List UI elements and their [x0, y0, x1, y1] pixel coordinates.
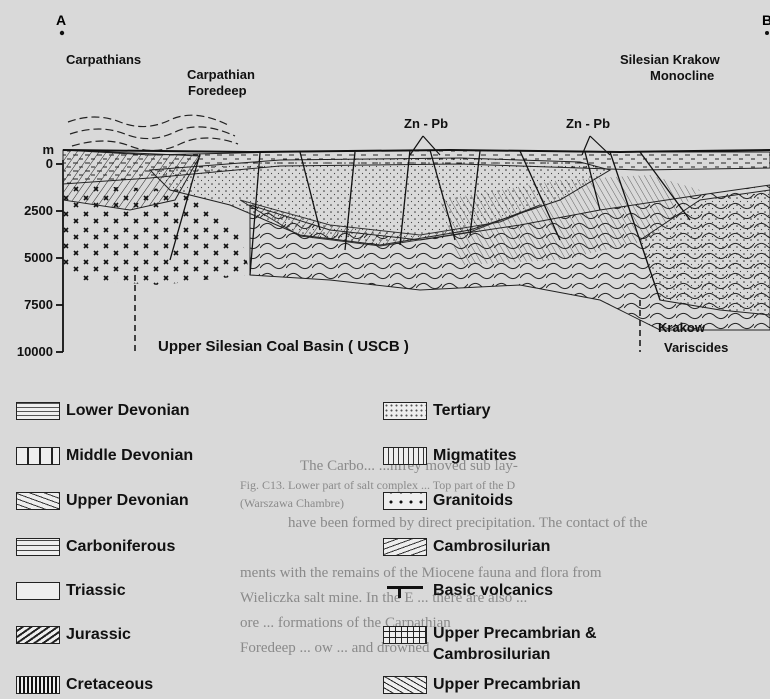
label-carpathians: Carpathians	[66, 52, 141, 67]
legend-label: Basic volcanics	[433, 582, 553, 600]
legend-swatch-carboniferous	[16, 538, 60, 556]
legend-label: Cretaceous	[66, 676, 153, 694]
legend-swatch-jurassic	[16, 626, 60, 644]
legend-item: Middle Devonian	[16, 445, 193, 467]
label-zn-pb-1: Zn - Pb	[404, 116, 448, 131]
legend-label: Jurassic	[66, 626, 131, 644]
bleed-text: (Warszawa Chambre)	[240, 496, 344, 511]
label-carpathian-foredeep-2: Foredeep	[188, 83, 247, 98]
bleed-text: have been formed by direct precipitation…	[288, 515, 648, 532]
legend-swatch-upper-precambrian	[383, 676, 427, 694]
label-silesian-krakow-1: Silesian Krakow	[620, 52, 720, 67]
label-krakow-1: Krakow	[658, 320, 705, 335]
section-end-b: B	[762, 12, 770, 28]
legend-swatch-upper-precambrian-cambrosilurian	[383, 626, 427, 644]
legend-label: Lower Devonian	[66, 402, 190, 420]
legend-item: Upper Devonian	[16, 490, 189, 512]
carpathian-nappes	[68, 115, 238, 150]
legend-item: Granitoids	[383, 490, 513, 512]
legend-label: Cambrosilurian	[433, 538, 550, 556]
label-carpathian-foredeep-1: Carpathian	[187, 67, 255, 82]
depth-tick-label: 2500	[24, 203, 53, 218]
legend-label: Tertiary	[433, 402, 491, 420]
legend-label: Middle Devonian	[66, 447, 193, 465]
legend-label: Carboniferous	[66, 538, 175, 556]
legend-item: Cambrosilurian	[383, 536, 550, 558]
legend-swatch-migmatites	[383, 447, 427, 465]
legend-label: Upper Devonian	[66, 492, 189, 510]
legend-item: Triassic	[16, 580, 126, 602]
label-krakow-2: Variscides	[664, 340, 728, 355]
section-end-a-dot	[60, 31, 64, 35]
legend-label: Triassic	[66, 582, 126, 600]
legend-item: Lower Devonian	[16, 400, 190, 422]
legend-swatch-cretaceous	[16, 676, 60, 694]
legend-swatch-middle-devonian	[16, 447, 60, 465]
legend-swatch-upper-devonian	[16, 492, 60, 510]
legend-swatch-basic-volcanics	[383, 582, 427, 600]
legend-swatch-granitoids	[383, 492, 427, 510]
legend-label: Migmatites	[433, 447, 517, 465]
legend-item: Upper Precambrian	[383, 674, 581, 696]
legend-item: Basic volcanics	[383, 580, 553, 602]
label-uscb: Upper Silesian Coal Basin ( USCB )	[158, 339, 409, 354]
legend-swatch-lower-devonian	[16, 402, 60, 420]
label-silesian-krakow-2: Monocline	[650, 68, 714, 83]
legend-item: Carboniferous	[16, 536, 175, 558]
legend-item: Jurassic	[16, 624, 131, 646]
legend-item: Tertiary	[383, 400, 491, 422]
legend-swatch-triassic	[16, 582, 60, 600]
legend-item: Cretaceous	[16, 674, 153, 696]
depth-axis	[56, 160, 63, 352]
legend-swatch-tertiary	[383, 402, 427, 420]
section-end-a: A	[56, 12, 66, 28]
section-end-b-dot	[765, 31, 769, 35]
depth-tick-label: 10000	[17, 344, 53, 359]
depth-tick-label: 0	[46, 156, 53, 171]
depth-unit: m	[42, 142, 54, 157]
label-zn-pb-2: Zn - Pb	[566, 116, 610, 131]
legend-swatch-cambrosilurian	[383, 538, 427, 556]
legend-item: Migmatites	[383, 445, 517, 467]
legend-label: Upper Precambrian	[433, 676, 581, 694]
depth-tick-label: 5000	[24, 250, 53, 265]
legend-item: Upper Precambrian & Cambrosilurian	[383, 624, 597, 664]
legend-label: Upper Precambrian & Cambrosilurian	[433, 623, 597, 665]
legend-label: Granitoids	[433, 492, 513, 510]
depth-tick-label: 7500	[24, 297, 53, 312]
